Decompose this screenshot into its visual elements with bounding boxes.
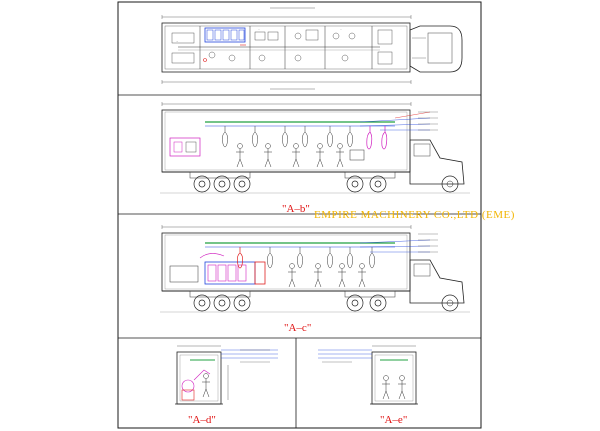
svg-text:..: .. bbox=[258, 28, 260, 31]
sheet-border bbox=[117, 1, 482, 429]
company-watermark: EMPIRE MACHINERY CO.,LTD (EME) bbox=[314, 209, 515, 221]
label-view-c: "A–c" bbox=[284, 322, 311, 334]
side-view-b bbox=[160, 102, 470, 194]
label-view-e: "A–e" bbox=[380, 414, 407, 426]
plan-view: ... .. .. bbox=[161, 7, 463, 90]
section-view-d bbox=[175, 345, 278, 405]
label-view-b: "A–b" bbox=[282, 203, 310, 215]
side-view-c bbox=[160, 225, 470, 313]
label-view-d: "A–d" bbox=[188, 414, 216, 426]
section-view-e bbox=[318, 345, 418, 405]
svg-text:..: .. bbox=[340, 28, 342, 31]
svg-text:...: ... bbox=[176, 40, 178, 43]
